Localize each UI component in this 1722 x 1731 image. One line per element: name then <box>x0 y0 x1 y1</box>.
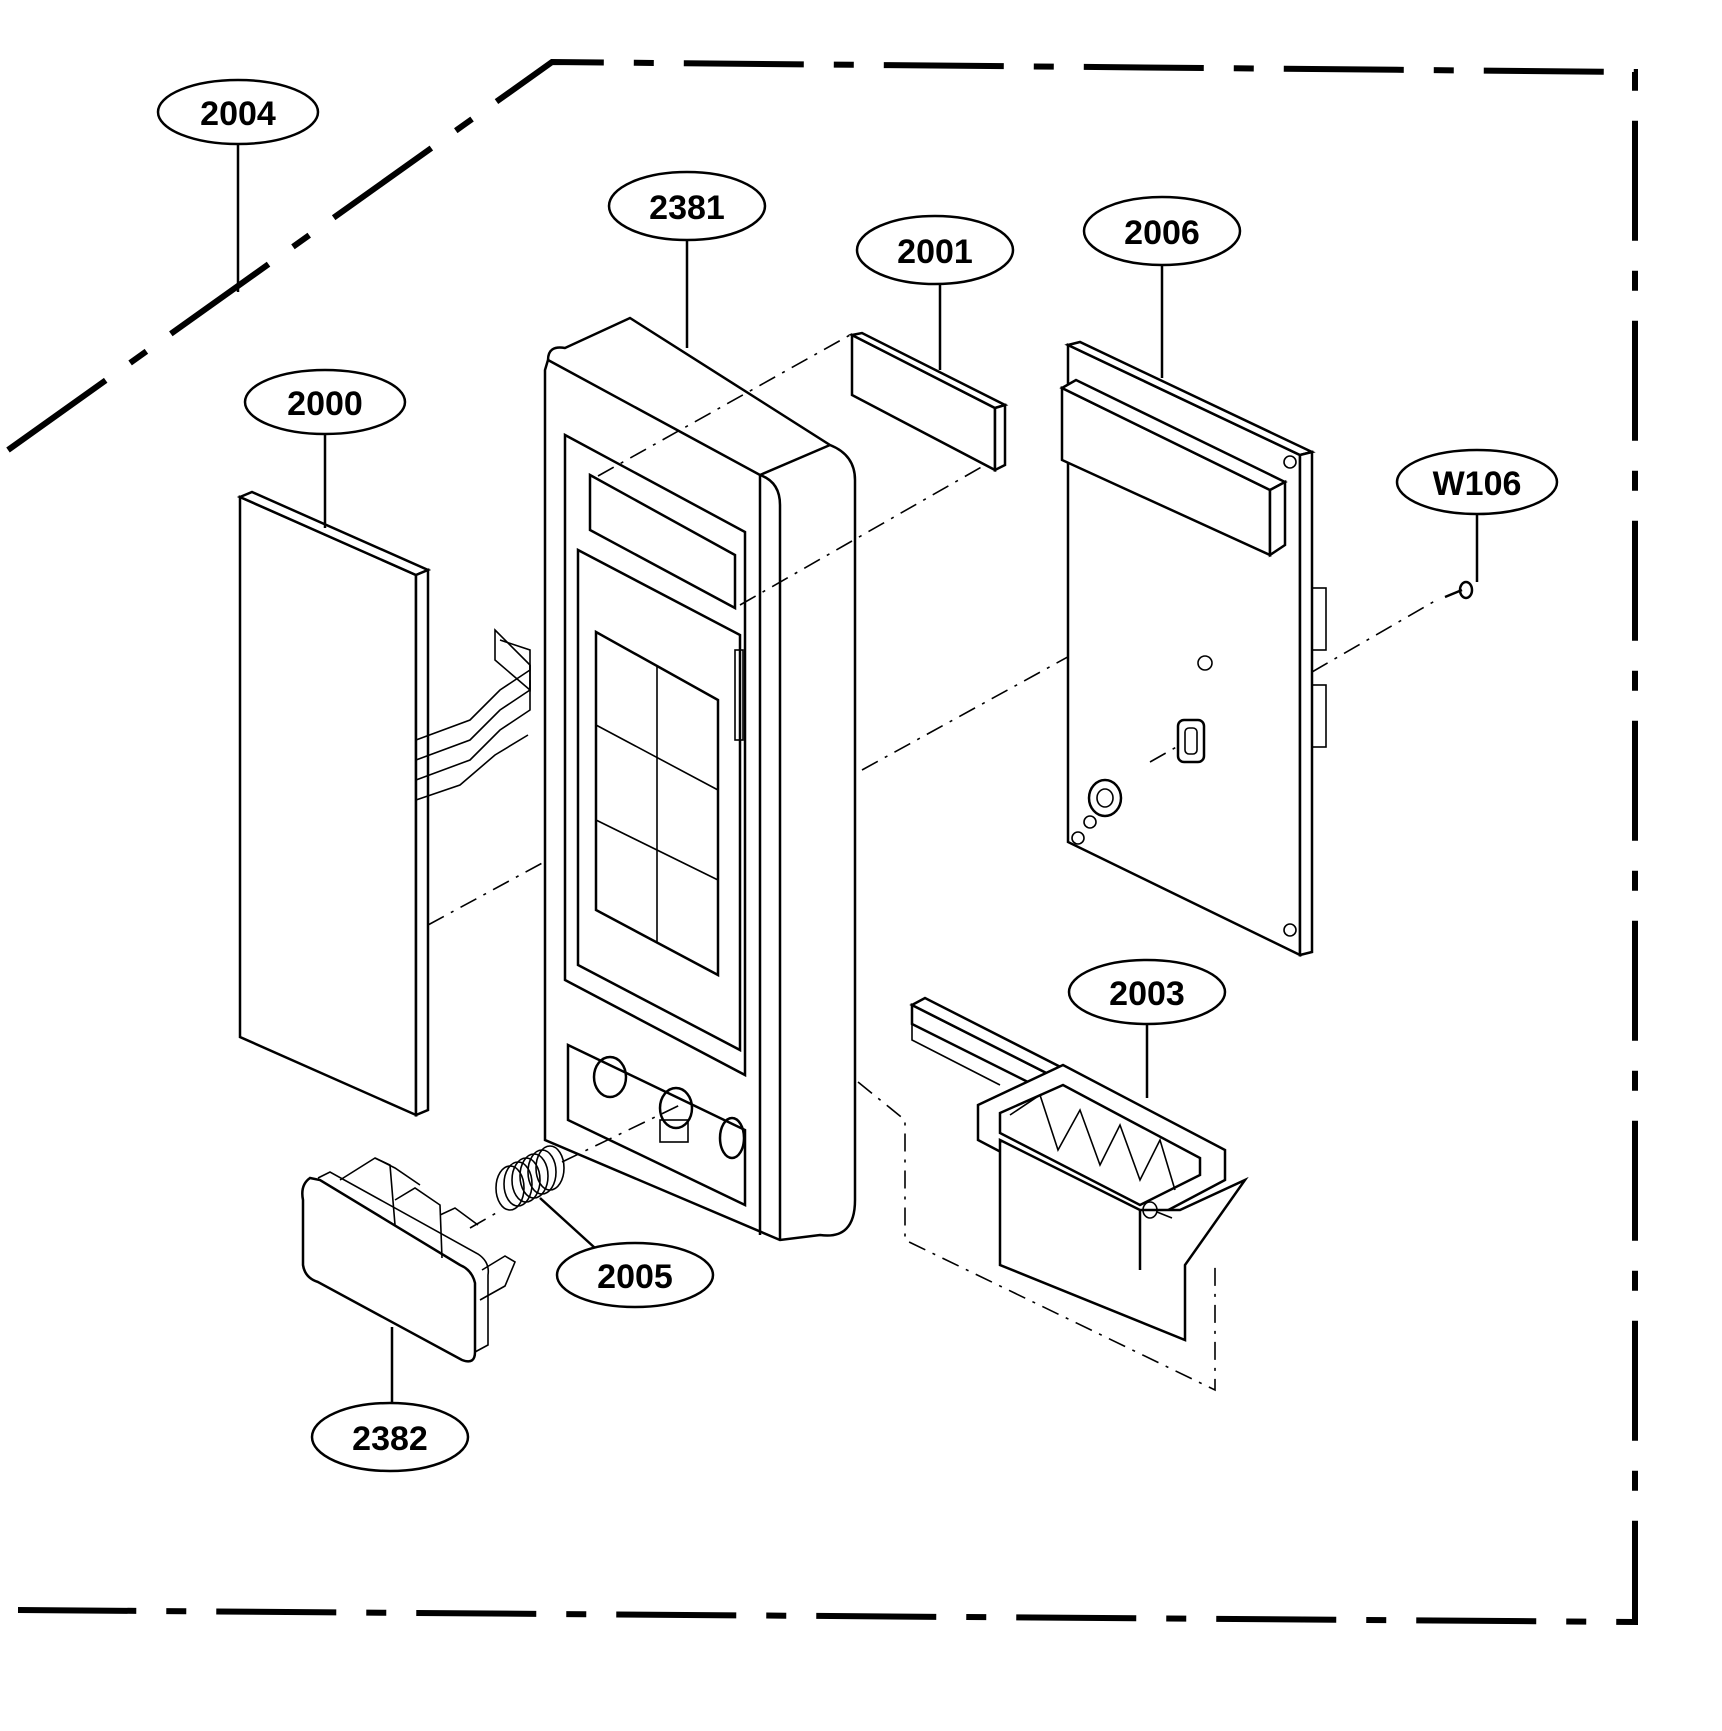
label-2001-text: 2001 <box>897 233 973 271</box>
part-2001-strip <box>848 331 1009 473</box>
label-2005-text: 2005 <box>597 1258 673 1296</box>
part-2006-pcb <box>1059 340 1441 957</box>
label-2000-text: 2000 <box>287 385 363 423</box>
label-2004-text: 2004 <box>200 95 276 133</box>
label-2005: 2005 <box>555 1241 715 1309</box>
assembly-boundary <box>6 58 1638 1626</box>
label-2006: 2006 <box>1082 195 1242 267</box>
label-2381-text: 2381 <box>649 189 725 227</box>
part-2005-spring <box>469 1104 681 1229</box>
label-2003: 2003 <box>1067 958 1227 1026</box>
label-2382: 2382 <box>310 1401 470 1473</box>
part-2381-control-panel <box>543 316 1216 1392</box>
label-2004: 2004 <box>156 78 320 146</box>
part-2382-button <box>301 1157 517 1363</box>
leader-lines <box>236 143 1479 1402</box>
part-2000-membrane <box>236 490 641 1117</box>
label-2003-text: 2003 <box>1109 975 1185 1013</box>
label-2382-text: 2382 <box>352 1420 428 1458</box>
label-2000: 2000 <box>243 368 407 436</box>
label-2006-text: 2006 <box>1124 214 1200 252</box>
label-2381: 2381 <box>607 170 767 242</box>
label-W106-text: W106 <box>1433 465 1522 503</box>
label-2001: 2001 <box>855 214 1015 286</box>
part-2003-latch <box>909 996 1249 1342</box>
label-W106: W106 <box>1395 448 1559 516</box>
w106-screw <box>1444 580 1474 600</box>
